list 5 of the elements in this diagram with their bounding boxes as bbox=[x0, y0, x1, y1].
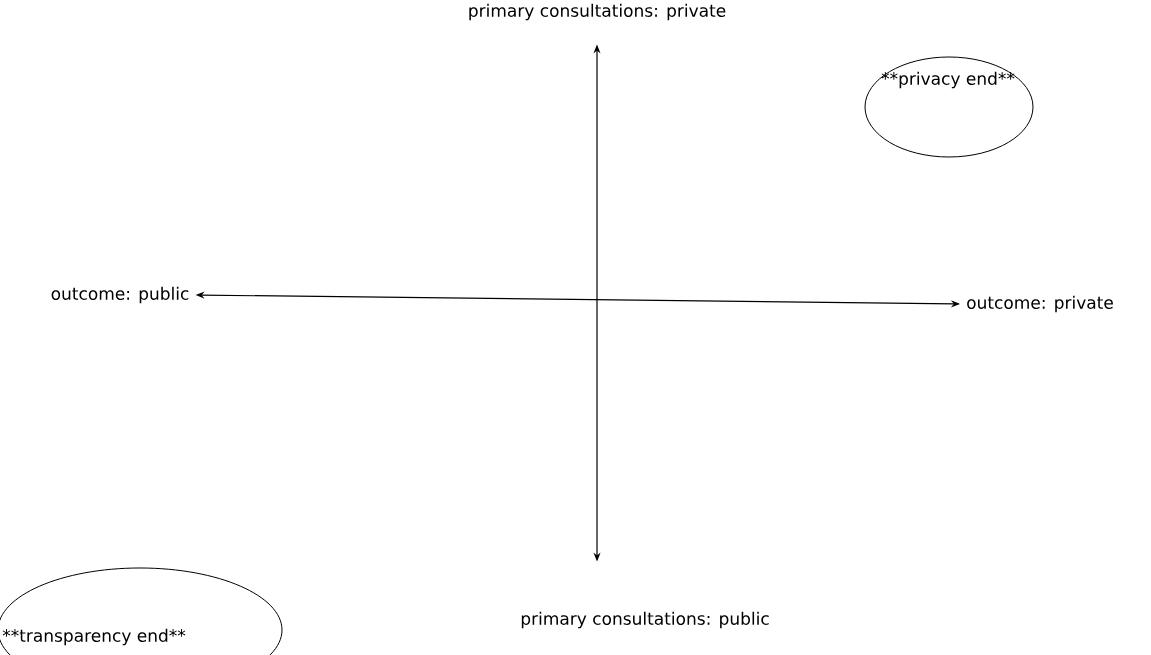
axis-label: outcome: private bbox=[967, 295, 1113, 313]
axis-label: primary consultations: private bbox=[469, 3, 726, 21]
ellipse-node: **privacy end** bbox=[864, 56, 1034, 158]
axis-label: primary consultations: public bbox=[521, 611, 769, 629]
axis-label: outcome: public bbox=[51, 286, 189, 304]
